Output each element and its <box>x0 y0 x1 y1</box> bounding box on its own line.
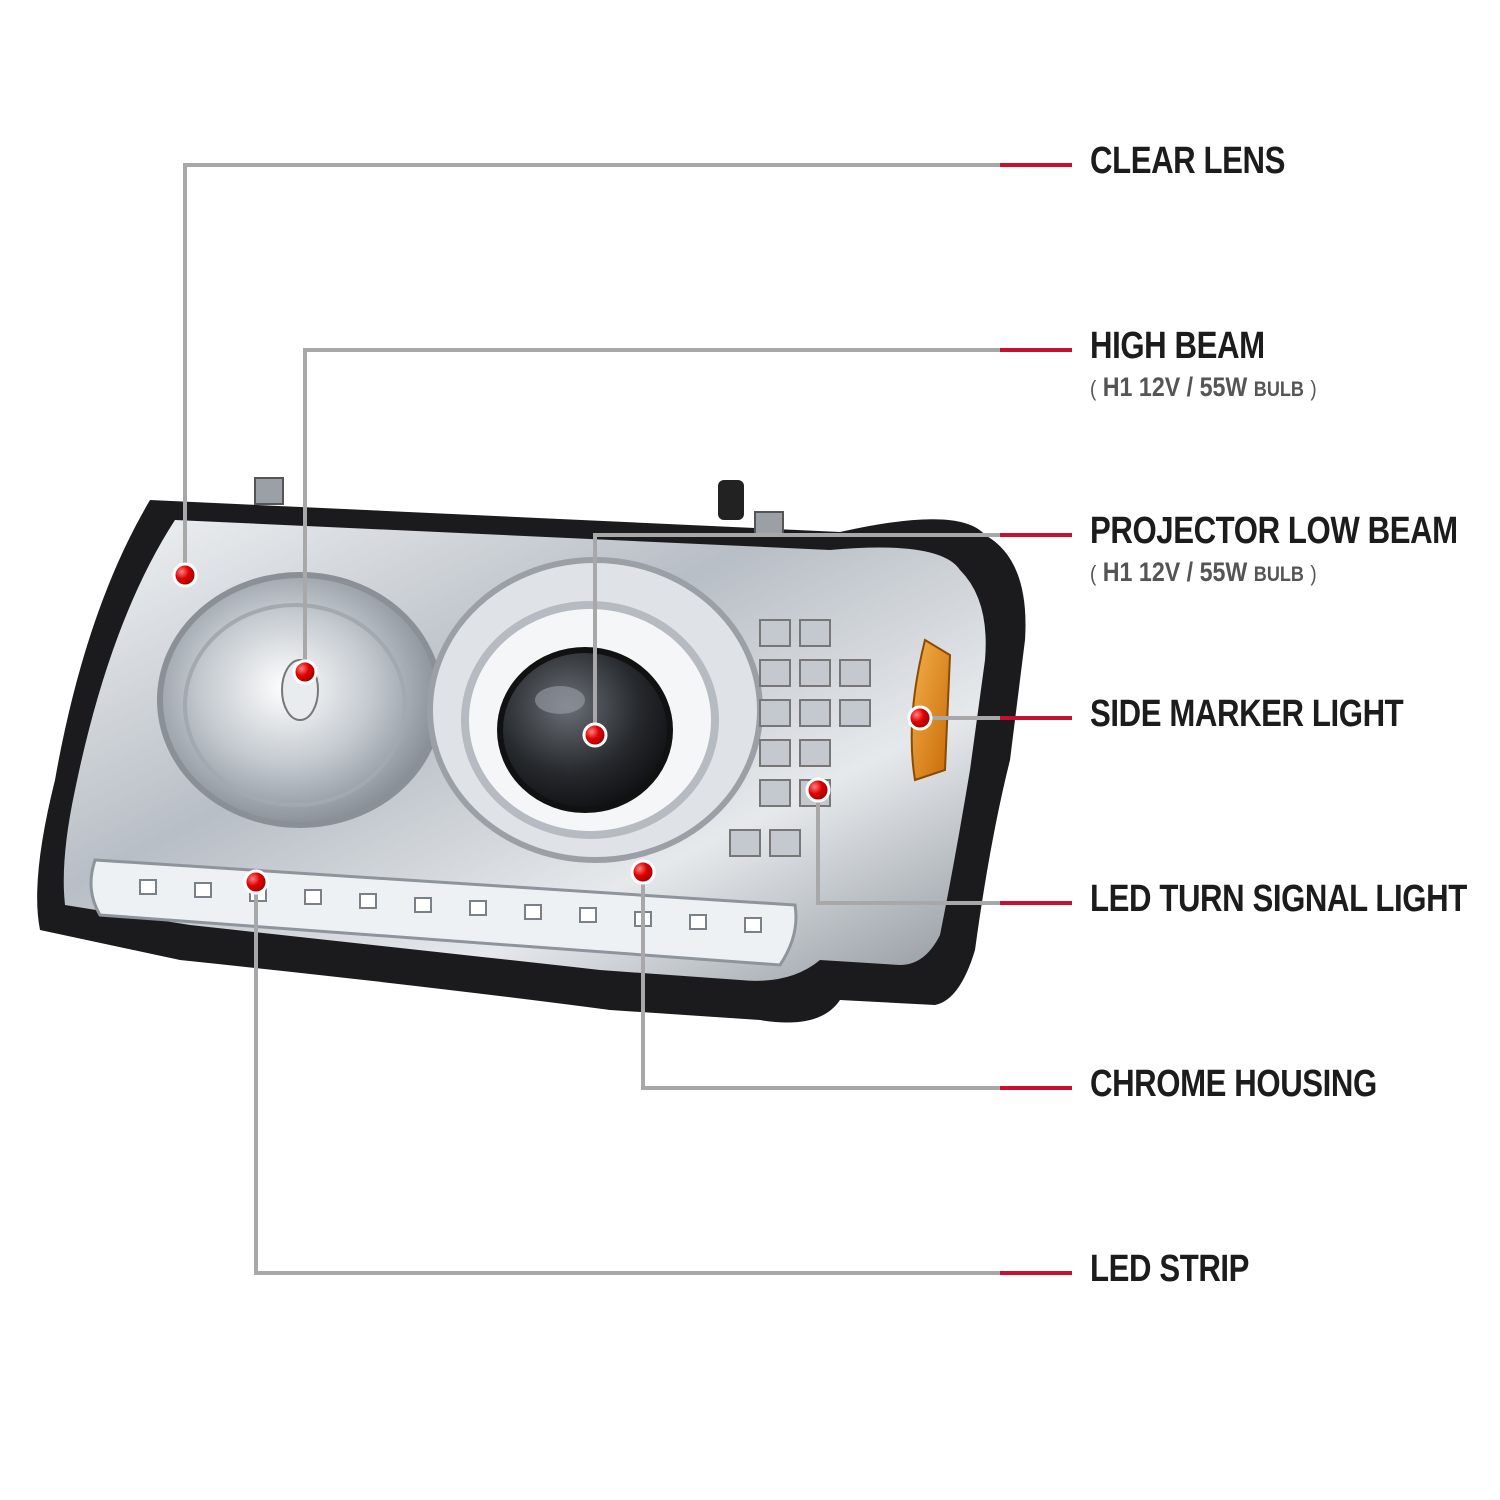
bulb-spec-text: H1 12V / 55W <box>1102 372 1248 402</box>
leader-line-projector-low-beam <box>593 533 1000 735</box>
callout-label: LED STRIP <box>1090 1248 1250 1290</box>
callout-label: HIGH BEAM <box>1090 325 1265 367</box>
callout-led-turn-signal-light: LED TURN SIGNAL LIGHT <box>1090 878 1500 921</box>
callout-projector-low-beam: PROJECTOR LOW BEAM ( H1 12V / 55W BULB ) <box>1090 510 1500 588</box>
mount-clip-left <box>254 477 284 505</box>
leader-line-led-turn-signal <box>816 790 1000 905</box>
callout-side-marker-light: SIDE MARKER LIGHT <box>1090 693 1472 736</box>
headlight-assembly <box>37 477 1026 1023</box>
paren-close: ) <box>1310 376 1317 401</box>
leader-line-led-strip <box>254 882 1000 1275</box>
side-marker-lens <box>910 638 952 782</box>
callout-markers <box>172 562 933 895</box>
marker-dot-clear-lens <box>172 562 198 588</box>
leader-line-clear-lens <box>183 163 1000 575</box>
bulb-spec-text: H1 12V / 55W <box>1102 557 1248 587</box>
callout-label: CLEAR LENS <box>1090 140 1285 182</box>
adjuster-screw <box>718 480 744 520</box>
high-beam-ring <box>183 603 407 807</box>
callout-led-strip: LED STRIP <box>1090 1248 1284 1291</box>
leader-line-high-beam <box>303 348 1000 672</box>
marker-dot-led-strip <box>243 869 269 895</box>
projector-glint <box>535 686 585 714</box>
paren-close: ) <box>1310 561 1317 586</box>
callout-clear-lens: CLEAR LENS <box>1090 140 1328 183</box>
paren-open: ( <box>1090 561 1097 586</box>
callout-label: SIDE MARKER LIGHT <box>1090 693 1404 735</box>
marker-dot-projector-low-beam <box>582 722 608 748</box>
callout-label: PROJECTOR LOW BEAM <box>1090 510 1458 552</box>
led-turn-signal-cluster <box>729 619 871 857</box>
bulb-unit: BULB <box>1253 563 1304 586</box>
callout-chrome-housing: CHROME HOUSING <box>1090 1063 1440 1106</box>
callout-high-beam: HIGH BEAM ( H1 12V / 55W BULB ) <box>1090 325 1354 403</box>
callout-label: LED TURN SIGNAL LIGHT <box>1090 878 1467 920</box>
paren-open: ( <box>1090 376 1097 401</box>
bulb-spec: ( H1 12V / 55W BULB ) <box>1090 557 1476 588</box>
bulb-unit: BULB <box>1253 378 1304 401</box>
mount-clip-right <box>754 511 784 537</box>
callout-label: CHROME HOUSING <box>1090 1063 1377 1105</box>
marker-dot-high-beam <box>292 659 318 685</box>
marker-dot-led-turn-signal <box>805 777 831 803</box>
bulb-spec: ( H1 12V / 55W BULB ) <box>1090 372 1317 403</box>
marker-dot-side-marker <box>907 705 933 731</box>
leader-lines <box>183 163 1072 1275</box>
marker-dot-chrome-housing <box>630 859 656 885</box>
leader-line-chrome-housing <box>641 872 1000 1090</box>
